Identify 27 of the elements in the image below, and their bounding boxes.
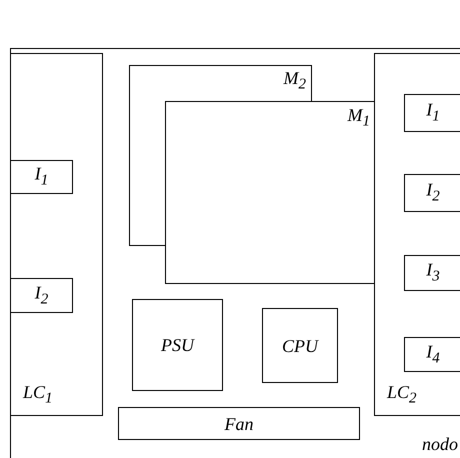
- component-label: I$_{2}$: [34, 282, 48, 309]
- line-card: [10, 53, 103, 416]
- component-label: LC$_{2}$: [387, 382, 417, 409]
- interface-port: [404, 337, 460, 372]
- interface-port: [10, 160, 73, 194]
- interface-port: [404, 174, 460, 212]
- memory-module: [129, 65, 312, 246]
- component-label: PSU: [161, 335, 194, 355]
- component-label: Fan: [224, 414, 254, 434]
- power-supply-box: [132, 299, 223, 391]
- interface-port: [404, 94, 460, 132]
- component-label: I$_{3}$: [426, 260, 440, 286]
- interface-port: [10, 278, 73, 313]
- component-label: M$_{2}$: [284, 68, 306, 95]
- component-label: nodo: [422, 434, 458, 454]
- component-label: I$_{1}$: [34, 164, 48, 190]
- component-label: I$_{2}$: [426, 180, 440, 206]
- component-label: I$_{1}$: [426, 100, 440, 126]
- interface-port: [404, 255, 460, 291]
- node-board: [10, 48, 460, 458]
- line-card: [374, 53, 460, 416]
- cpu-box: [262, 308, 338, 383]
- fan-box: [118, 407, 360, 440]
- component-label: M$_{1}$: [348, 105, 370, 132]
- component-label: I$_{4}$: [426, 341, 440, 368]
- component-label: LC$_{1}$: [23, 382, 53, 409]
- component-label: CPU: [282, 336, 318, 356]
